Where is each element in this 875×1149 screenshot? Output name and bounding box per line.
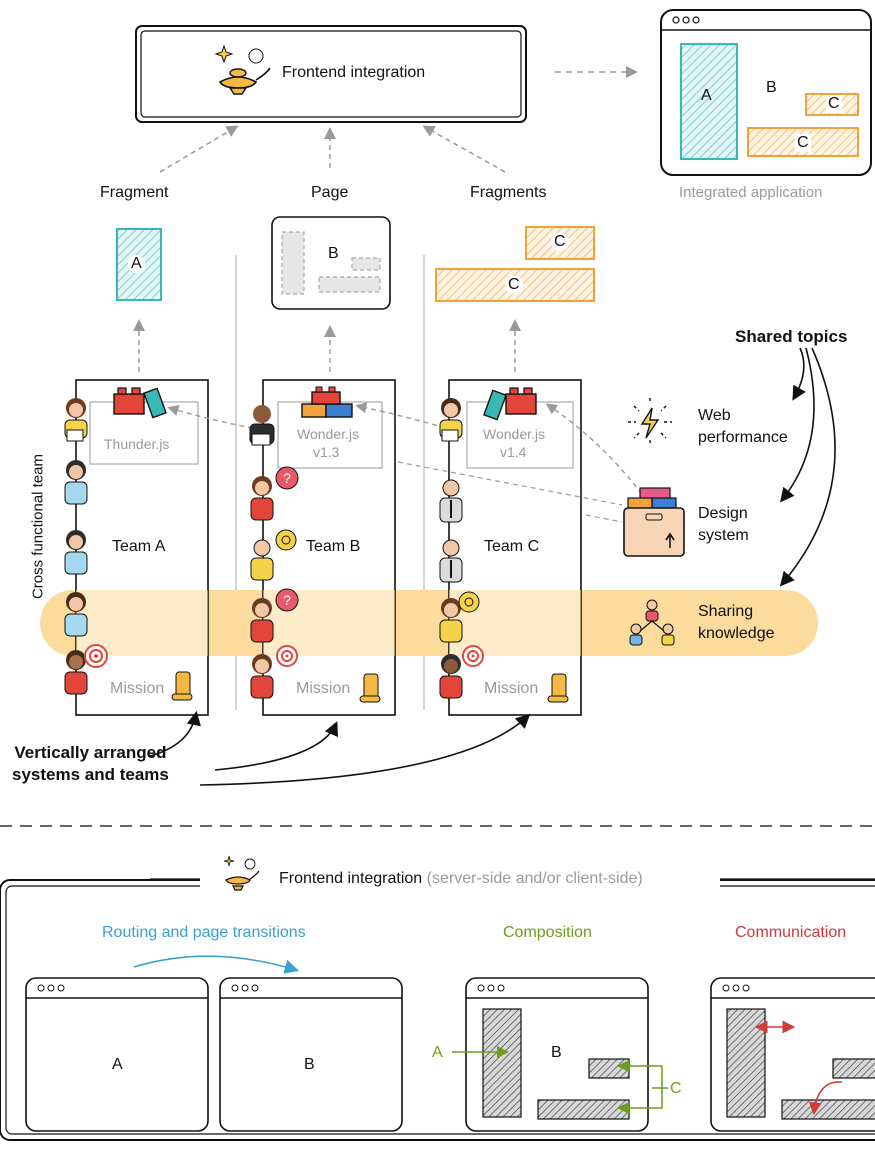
fragment-c2-label: C [505, 276, 523, 294]
composition-arrows [452, 1046, 668, 1114]
svg-text:?: ? [283, 470, 291, 486]
team-c-mission: Mission [484, 680, 539, 697]
web-performance-label: Web performance [698, 405, 788, 449]
cross-functional-label: Cross functional team [29, 453, 47, 600]
arrow-c-to-b-framework [355, 402, 447, 429]
composition-b-label: B [551, 1044, 562, 1061]
team-b-mission: Mission [296, 680, 351, 697]
lightning-icon [628, 398, 672, 446]
integration-title: Frontend integration [282, 64, 426, 81]
page-b-label-bottom: B [304, 1056, 315, 1073]
vertical-note-line-1: Vertically arranged [14, 743, 167, 762]
team-a-tech: Thunder.js [104, 436, 170, 452]
vertical-note-line-2: systems and teams [12, 765, 169, 784]
magic-lamp-icon [214, 44, 271, 95]
arrow-vertical-to-team-a [149, 710, 201, 757]
bottom-subtitle-text: (server-side and/or client-side) [426, 870, 643, 887]
browser-window-composition [465, 977, 649, 1132]
routing-transition-arrow [133, 955, 300, 974]
communication-label: Communication [735, 924, 847, 941]
sharing-knowledge-label: Sharing knowledge [698, 601, 775, 645]
integrated-app-window [660, 9, 872, 176]
page-b-block [271, 216, 391, 310]
browser-window-b [219, 977, 403, 1132]
arrow-fragments-c-up [422, 125, 506, 173]
composition-label: Composition [503, 924, 592, 941]
arrow-shared-to-webperf [792, 347, 806, 401]
mission-scroll-icon-a [171, 671, 193, 701]
label-page: Page [311, 184, 349, 201]
bottom-title-text: Frontend integration [279, 870, 423, 887]
design-system-label: Design system [698, 503, 749, 547]
design-system-line-1: Design [698, 505, 748, 522]
team-c-people-icons [439, 398, 484, 699]
app-block-b-label: B [766, 79, 777, 96]
routing-label: Routing and page transitions [102, 924, 306, 941]
svg-text:?: ? [283, 592, 291, 608]
design-system-line-2: system [698, 527, 749, 544]
page-b-label: B [328, 245, 339, 262]
bottom-title: Frontend integration (server-side and/or… [279, 870, 643, 888]
label-fragment: Fragment [100, 184, 169, 201]
vertical-note-label: Vertically arranged systems and teams [12, 742, 169, 786]
arrow-vertical-to-team-c [199, 713, 531, 786]
page-a-label: A [112, 1056, 123, 1073]
sharing-knowledge-line-2: knowledge [698, 625, 775, 642]
arrow-shared-to-design [780, 347, 815, 503]
arrow-fragment-a-up [159, 125, 239, 173]
arrow-design-to-c [545, 403, 643, 495]
app-block-c2-label: C [795, 134, 811, 152]
arrow-vertical-to-team-b [214, 721, 339, 771]
team-c-tech: Wonder.js [483, 426, 545, 442]
mission-scroll-icon-b [359, 673, 381, 703]
team-c-column [448, 379, 582, 716]
sharing-knowledge-line-1: Sharing [698, 603, 754, 620]
app-block-c1-label: C [826, 95, 842, 113]
browser-window-a [25, 977, 209, 1132]
mission-scroll-icon-c [547, 673, 569, 703]
composition-c-label: C [670, 1080, 682, 1097]
lego-bricks-icon-a [113, 387, 167, 419]
magic-lamp-icon-small [223, 855, 260, 891]
line-design-system-link-2 [585, 514, 623, 523]
team-b-tech: Wonder.js [297, 426, 359, 442]
web-performance-line-1: Web [698, 407, 731, 424]
arrow-shared-to-sharing [779, 347, 836, 587]
team-c-version: v1.4 [500, 444, 527, 460]
target-icon-a [84, 644, 108, 668]
team-a-mission: Mission [110, 680, 165, 697]
web-performance-line-2: performance [698, 429, 788, 446]
lego-bricks-icon-c [483, 387, 537, 421]
composition-a-label: A [432, 1044, 443, 1061]
team-b-version: v1.3 [313, 444, 340, 460]
team-a-name: Team A [112, 538, 166, 555]
app-block-a-label: A [701, 87, 712, 104]
fragment-c1-label: C [551, 233, 569, 251]
line-design-system-link-1 [397, 461, 623, 506]
team-c-name: Team C [484, 538, 540, 555]
label-fragments: Fragments [470, 184, 547, 201]
sharing-people-icon [629, 599, 675, 646]
design-system-box-icon [623, 487, 685, 557]
team-b-people-icons: ? ? [249, 405, 299, 699]
team-a-people-icons [64, 398, 88, 695]
shared-topics-label: Shared topics [735, 327, 848, 346]
team-b-name: Team B [306, 538, 361, 555]
browser-window-communication [710, 977, 875, 1132]
fragment-a-label: A [128, 255, 145, 273]
bottom-integration-frame [0, 868, 875, 1141]
integrated-app-label: Integrated application [679, 184, 823, 201]
sharing-knowledge-band [40, 590, 818, 656]
lego-bricks-icon-b [301, 386, 353, 418]
frontend-integration-box [135, 25, 527, 123]
